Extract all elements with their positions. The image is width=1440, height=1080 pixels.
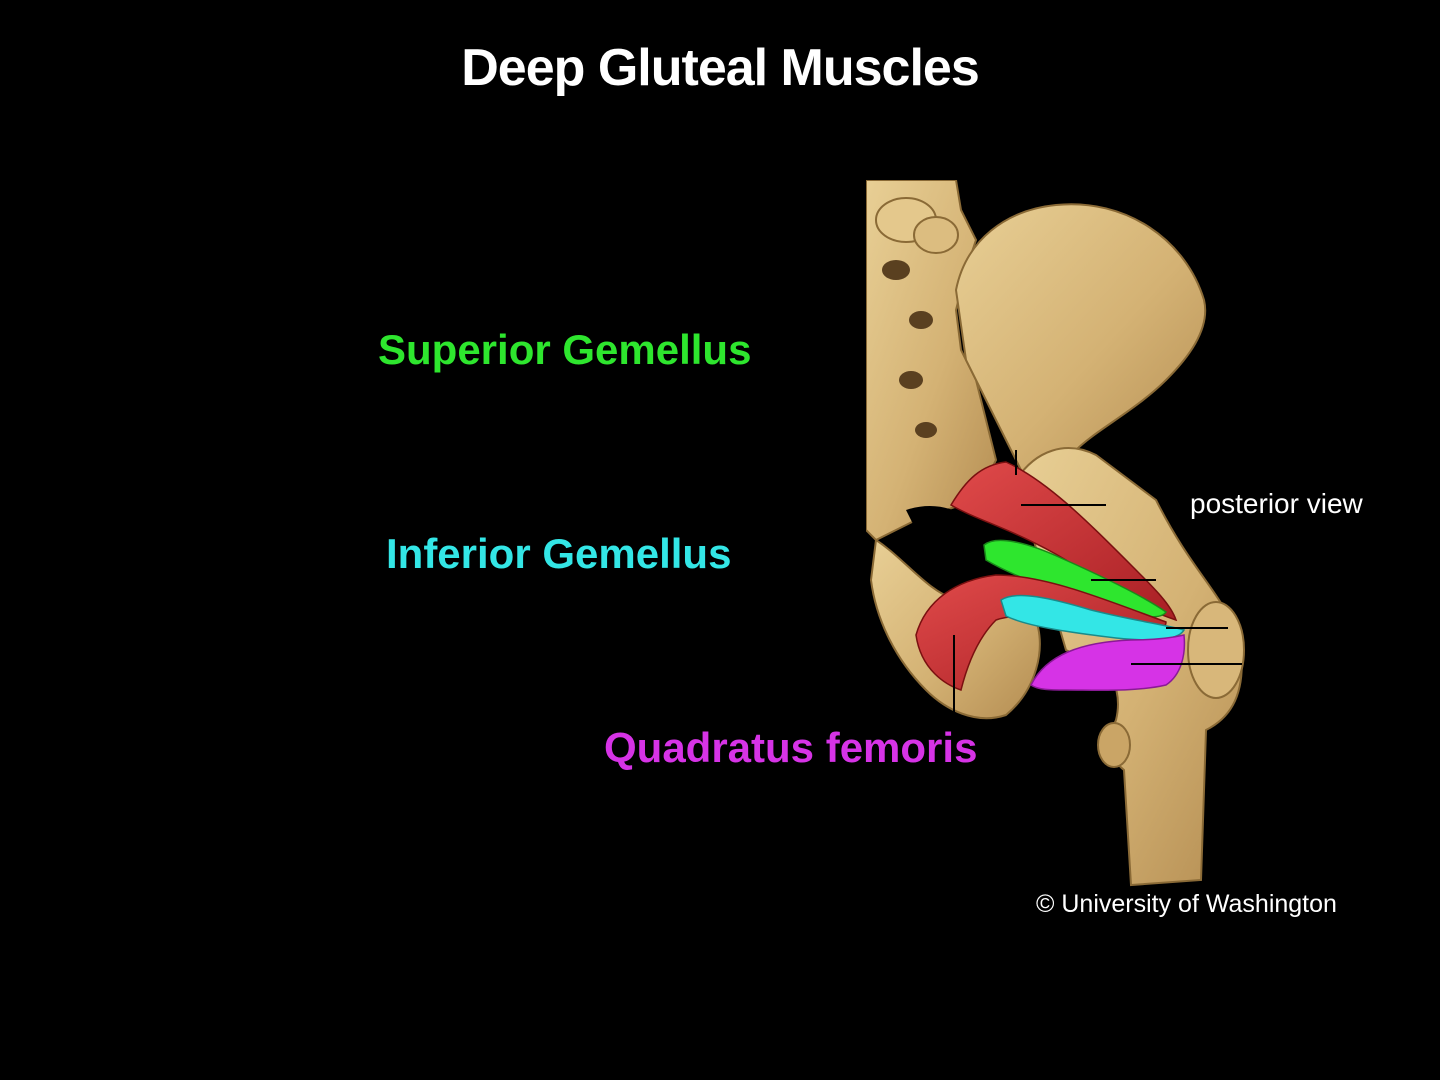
sacral-foramen bbox=[915, 422, 937, 438]
sacral-foramen bbox=[899, 371, 923, 389]
label-quadratus-femoris: Quadratus femoris bbox=[604, 724, 978, 771]
sacral-foramen bbox=[909, 311, 933, 329]
slide-title: Deep Gluteal Muscles bbox=[461, 39, 980, 97]
greater-trochanter bbox=[1187, 601, 1245, 699]
label-superior-gemellus: Superior Gemellus bbox=[378, 326, 752, 373]
inferior-gemellus-muscle bbox=[1000, 594, 1186, 641]
vertebra-knob bbox=[913, 216, 959, 254]
view-note: posterior view bbox=[1190, 488, 1363, 519]
label-inferior-gemellus: Inferior Gemellus bbox=[386, 530, 732, 577]
obturator-foramen bbox=[906, 505, 976, 542]
lesser-trochanter bbox=[1097, 722, 1131, 768]
quadratus-femoris-muscle bbox=[1030, 634, 1186, 692]
ilium-bone bbox=[954, 203, 1207, 481]
hip-anatomy-illustration bbox=[866, 180, 1245, 887]
sacral-foramen bbox=[882, 260, 910, 280]
copyright-credit: © University of Washington bbox=[1036, 890, 1337, 918]
